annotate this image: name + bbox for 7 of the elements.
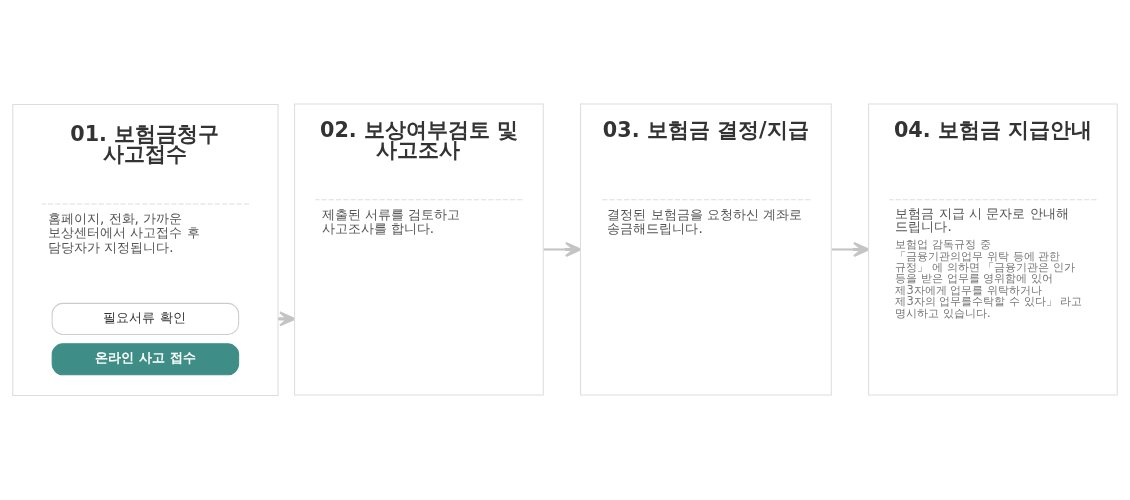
node-box: 02. 보상여부검토 및 사고조사 제출된 서류를 검토하고 사고조사를 합니다.: [294, 103, 544, 396]
node-box: 03. 보험금 결정/지급 결정된 보험금을 요청하신 계좌로 송금해드립니다.: [580, 103, 832, 396]
arrow: [543, 241, 582, 258]
arrow: [831, 241, 870, 258]
node-box: 04. 보험금 지급안내 보험금 지급 시 문자로 안내해 드립니다. 보험업 감독규정 중 「금융기관의업무 위탁 등에 관한 규정」 에 의하면 「금융기관은 인가 등을 받은 업무를 영위함에 있어 제3자에게 업무를 위탁하거나 제3자의 업무를수탁할 수 있다」 라고 명시하고 있습니다.: [868, 103, 1118, 396]
node-box: 온라인 사고 접수: [51, 343, 240, 376]
node-box: 필요서류 확인: [51, 302, 240, 335]
